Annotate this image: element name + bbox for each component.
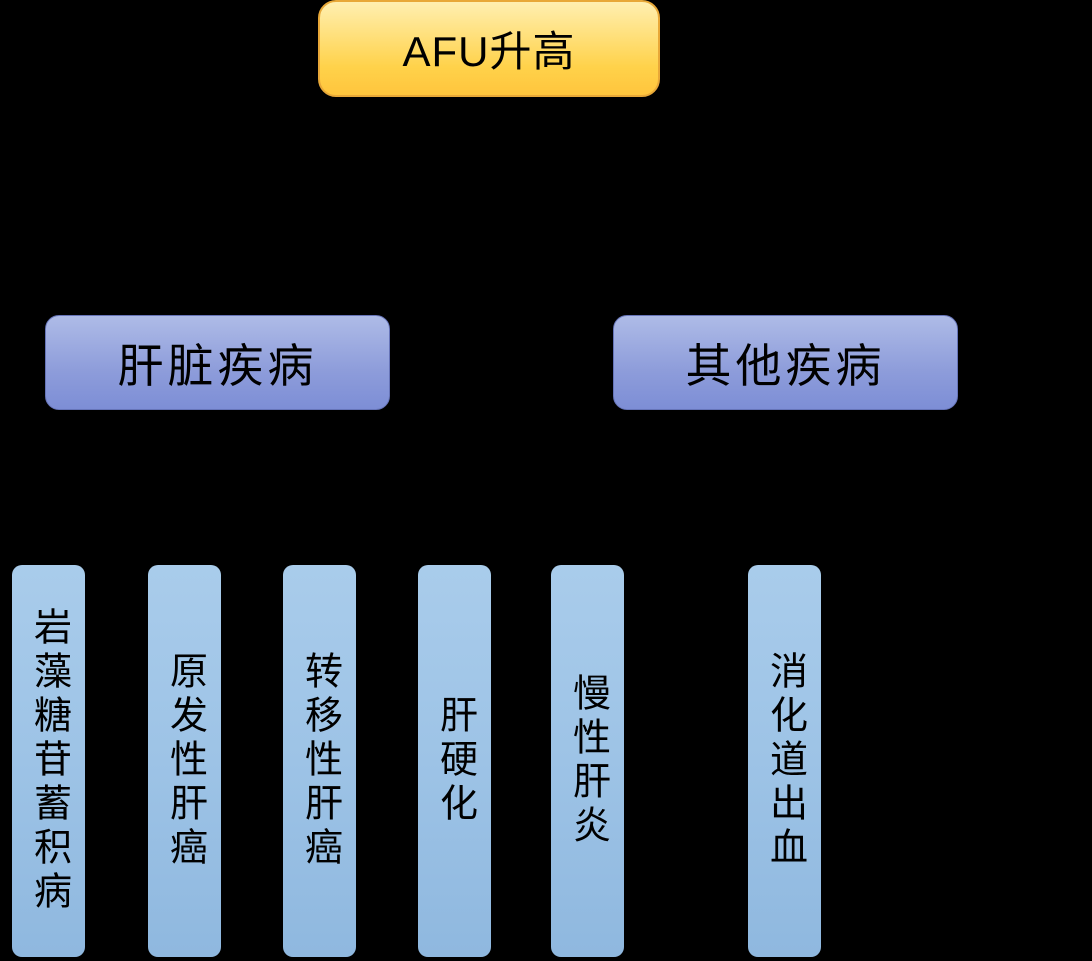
leaf-node-label: 肝硬化 [433, 695, 476, 827]
root-node-afu: AFU升高 [318, 0, 660, 97]
leaf-node-primary-liver-cancer: 原发性肝癌 [148, 565, 221, 957]
leaf-node-chronic-hepatitis: 慢性肝炎 [551, 565, 624, 957]
leaf-node-metastatic-liver-cancer: 转移性肝癌 [283, 565, 356, 957]
branch-node-label: 肝脏疾病 [117, 339, 318, 392]
leaf-node-label: 岩藻糖苷蓄积病 [27, 607, 70, 915]
root-node-label: AFU升高 [402, 28, 576, 75]
leaf-node-fucosidosis: 岩藻糖苷蓄积病 [12, 565, 85, 957]
branch-node-liver-disease: 肝脏疾病 [45, 315, 390, 410]
branch-node-label: 其他疾病 [685, 339, 886, 392]
leaf-node-label: 转移性肝癌 [298, 651, 341, 871]
leaf-node-cirrhosis: 肝硬化 [418, 565, 491, 957]
leaf-node-gi-bleeding: 消化道出血 [748, 565, 821, 957]
leaf-node-label: 慢性肝炎 [566, 673, 609, 849]
leaf-node-label: 原发性肝癌 [163, 651, 206, 871]
leaf-node-label: 消化道出血 [763, 651, 806, 871]
branch-node-other-disease: 其他疾病 [613, 315, 958, 410]
